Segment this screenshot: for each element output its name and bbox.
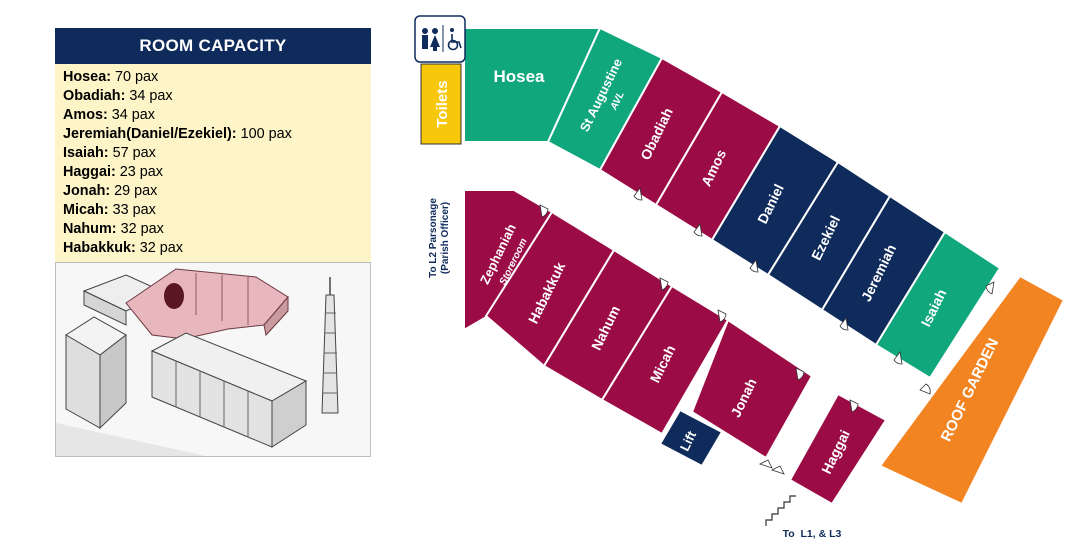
room-roof-garden[interactable]: [878, 274, 1066, 506]
room-micah[interactable]: [600, 284, 730, 436]
door-swing-icon: [539, 187, 995, 475]
capacity-row: Amos: 34 pax: [63, 107, 155, 123]
capacity-row: Jeremiah(Daniel/Ezekiel): 100 pax: [63, 126, 292, 142]
wheelchair-icon: [447, 28, 462, 51]
capacity-row: Hosea: 70 pax: [63, 69, 159, 85]
room-lift[interactable]: [658, 408, 724, 468]
to-l2-parsonage-label: To L2 Parsonage: [428, 198, 439, 278]
capacity-row: Micah: 33 pax: [63, 202, 156, 218]
building-model-drawing: [56, 263, 370, 456]
room-haggai[interactable]: [788, 392, 888, 506]
toilet-people-icon: [422, 28, 440, 51]
building-3d-model: [55, 262, 371, 457]
capacity-row: Nahum: 32 pax: [63, 221, 164, 237]
floor-plan: Hosea St Augustine AVL Obadiah Amos Dani…: [414, 15, 1066, 540]
stairs-icon: [765, 495, 796, 526]
capacity-row: Obadiah: 34 pax: [63, 88, 173, 104]
room-capacity-title: ROOM CAPACITY: [55, 28, 371, 64]
room-jonah[interactable]: [690, 318, 814, 460]
capacity-row: Jonah: 29 pax: [63, 183, 158, 199]
parish-office-label: (Parish Officer): [440, 202, 451, 274]
room-label-toilets: Toilets: [434, 80, 451, 127]
room-label-hosea: Hosea: [493, 67, 545, 86]
capacity-row: Haggai: 23 pax: [63, 164, 163, 180]
capacity-row: Habakkuk: 32 pax: [63, 240, 184, 256]
room-isaiah[interactable]: [874, 230, 1002, 380]
to-l1-l3-label: To L1, & L3: [783, 528, 842, 540]
capacity-row: Isaiah: 57 pax: [63, 145, 156, 161]
room-capacity-list: Hosea: 70 pax Obadiah: 34 pax Amos: 34 p…: [55, 64, 371, 262]
room-toilets[interactable]: [420, 63, 462, 145]
toilet-icon-box: [414, 15, 466, 63]
